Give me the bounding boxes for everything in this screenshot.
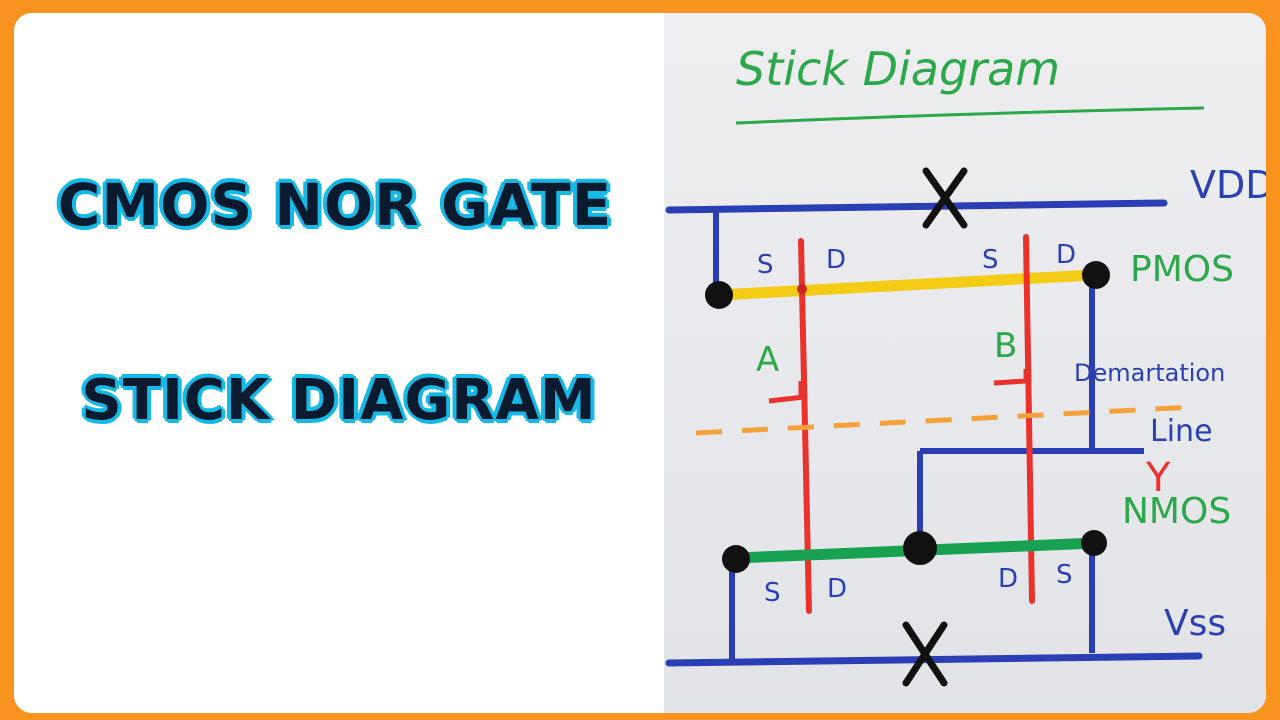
contact-nmos-a-source bbox=[722, 545, 750, 573]
nmos-region-label: NMOS bbox=[1122, 491, 1231, 532]
thumbnail-card: CMOS NOR GATE STICK DIAGRAM Stick Diagra… bbox=[14, 13, 1266, 713]
nmos-b-source-label: S bbox=[1056, 560, 1073, 590]
vss-cross-mark bbox=[902, 621, 948, 687]
gate-a-crossing bbox=[797, 284, 807, 294]
vss-label: Vss bbox=[1164, 603, 1226, 644]
title-line-2: STICK DIAGRAM bbox=[81, 368, 597, 433]
stick-diagram: Stick Diagram VDD bbox=[665, 42, 1266, 687]
demarcation-label: Demartation bbox=[1074, 359, 1225, 387]
contact-nmos-output bbox=[903, 531, 937, 565]
nmos-b-drain-label: D bbox=[998, 564, 1018, 594]
pmos-diffusion bbox=[713, 269, 1100, 301]
contact-pmos-a-source bbox=[705, 281, 733, 309]
heading-underline bbox=[735, 106, 1205, 125]
vdd-cross-mark bbox=[922, 167, 968, 229]
pmos-b-source-label: S bbox=[982, 245, 999, 275]
title-panel: CMOS NOR GATE STICK DIAGRAM bbox=[14, 13, 664, 713]
nmos-a-source-label: S bbox=[764, 578, 781, 608]
contact-nmos-b-source bbox=[1081, 530, 1107, 556]
vdd-label: VDD bbox=[1190, 163, 1266, 207]
title-line-1: CMOS NOR GATE bbox=[57, 171, 613, 239]
pmos-a-drain-label: D bbox=[826, 245, 846, 275]
pmos-b-drain-label: D bbox=[1056, 240, 1076, 270]
input-a-label: A bbox=[756, 340, 779, 380]
diagram-heading: Stick Diagram bbox=[736, 42, 1060, 96]
nmos-a-drain-label: D bbox=[827, 574, 847, 604]
input-b-label: B bbox=[994, 326, 1017, 366]
vdd-rail bbox=[665, 199, 1168, 214]
diagram-panel: Stick Diagram VDD bbox=[664, 13, 1266, 713]
input-b-stub bbox=[993, 369, 1029, 386]
contact-pmos-b-drain bbox=[1082, 261, 1110, 289]
vss-rail bbox=[665, 652, 1203, 667]
pmos-a-source-label: S bbox=[757, 250, 774, 280]
demarcation-line bbox=[695, 404, 1195, 436]
output-y-label: Y bbox=[1145, 455, 1171, 501]
input-a-stub bbox=[768, 381, 805, 404]
demarcation-line-label: Line bbox=[1150, 414, 1213, 449]
pmos-region-label: PMOS bbox=[1130, 249, 1234, 290]
